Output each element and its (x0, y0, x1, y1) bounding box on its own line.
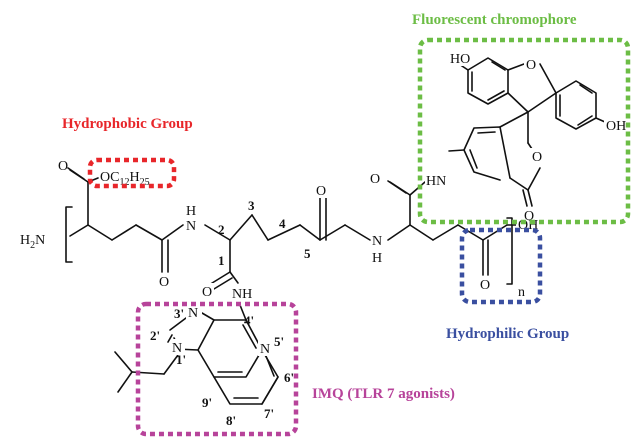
position-4-prime: 4' (244, 313, 254, 328)
position-numbers: 1 2 3 4 5 1' 2' 3' 4' 5' 6' 7' 8' 9' (150, 198, 311, 428)
atom-n3-prime: N (188, 306, 198, 321)
atom-labels: HO O OH O O HN O O OC12H25 H2N N H O O N… (20, 52, 626, 357)
hydrophobic-group-label: Hydrophobic Group (62, 116, 193, 132)
atom-n-amide-2: N (372, 234, 382, 249)
atom-h-amide-1: H (186, 204, 196, 219)
atom-o-c1: O (202, 285, 212, 300)
atom-o-ring: O (526, 58, 536, 73)
position-6-prime: 6' (284, 370, 294, 385)
atom-o-cooh: O (480, 278, 490, 293)
hydrophilic-group-label: Hydrophilic Group (446, 326, 569, 342)
atom-o-ester: O (58, 159, 68, 174)
atom-o-lactone: O (524, 209, 534, 224)
position-3-prime: 3' (174, 306, 184, 321)
atom-oc12h25: OC12H25 (100, 170, 150, 188)
position-1-prime: 1' (176, 352, 186, 367)
hydrophilic-group-box (459, 227, 543, 305)
position-5: 5 (304, 246, 311, 261)
position-3: 3 (248, 198, 255, 213)
hydrophobic-group-box (87, 157, 177, 189)
atom-o-gln: O (159, 275, 169, 290)
position-8-prime: 8' (226, 413, 236, 428)
atom-nh-imq: NH (232, 287, 252, 302)
atom-n-amide-1: N (186, 219, 196, 234)
position-4: 4 (279, 216, 286, 231)
atom-n5-prime: N (260, 342, 270, 357)
fluorescent-chromophore-label: Fluorescent chromophore (412, 12, 577, 28)
atom-h-amide-2: H (372, 251, 382, 266)
position-2: 2 (218, 222, 225, 237)
position-1: 1 (218, 253, 225, 268)
repeat-subscript-n: n (518, 285, 525, 300)
atom-hn-fluorescein: HN (426, 174, 446, 189)
position-7-prime: 7' (264, 406, 274, 421)
label-masks (171, 50, 628, 356)
atom-o-lactone-ring: O (532, 150, 542, 165)
position-2-prime: 2' (150, 328, 160, 343)
atom-ho: HO (450, 52, 470, 67)
position-5-prime: 5' (274, 334, 284, 349)
atom-o-c5: O (316, 184, 326, 199)
bond-lines (65, 57, 615, 405)
atom-oh-fluorescein: OH (606, 119, 626, 134)
fluorescent-chromophore-box (417, 37, 631, 225)
atom-h2n: H2N (20, 233, 45, 251)
atom-o-amide-fluorescein: O (370, 172, 380, 187)
imq-box (135, 301, 299, 437)
imq-label: IMQ (TLR 7 agonists) (312, 386, 455, 402)
atom-n1-prime: N (172, 341, 182, 356)
position-9-prime: 9' (202, 395, 212, 410)
